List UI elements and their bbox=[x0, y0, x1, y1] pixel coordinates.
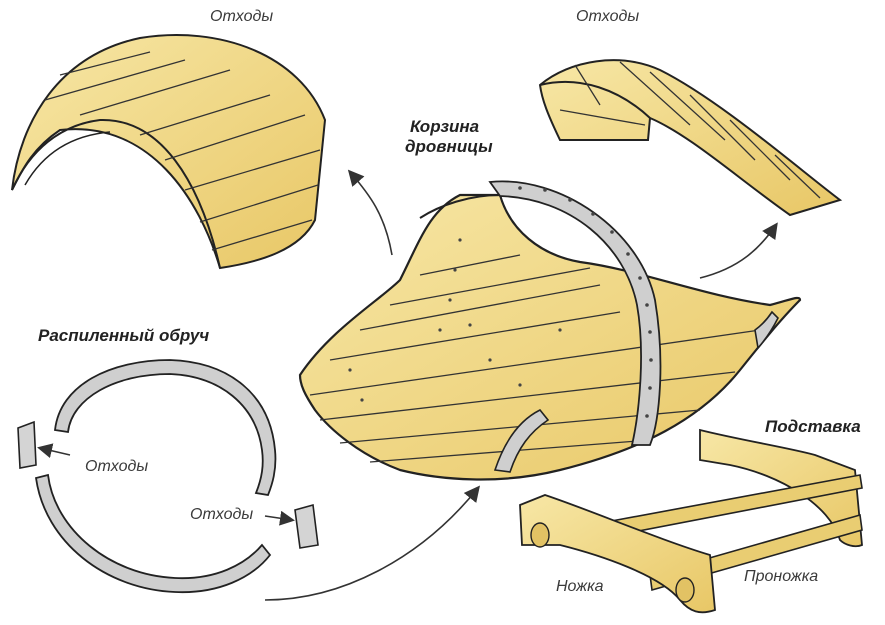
waste-piece-top-left bbox=[11, 34, 327, 270]
label-waste-top-right: Отходы bbox=[576, 8, 640, 25]
label-waste-top-left: Отходы bbox=[210, 8, 274, 25]
label-sawn-hoop: Распиленный обруч bbox=[38, 326, 210, 345]
stand bbox=[519, 428, 863, 614]
label-basket-line1: Корзина bbox=[410, 117, 480, 136]
label-basket-line2: дровницы bbox=[405, 137, 493, 156]
sawn-hoop bbox=[17, 359, 319, 594]
label-waste-hoop-left: Отходы bbox=[85, 458, 149, 475]
label-waste-hoop-right: Отходы bbox=[190, 506, 254, 523]
label-stand: Подставка bbox=[765, 417, 861, 436]
label-leg: Ножка bbox=[556, 578, 604, 595]
arrows bbox=[264, 169, 778, 601]
firewood-basket bbox=[298, 180, 802, 481]
waste-piece-top-right bbox=[538, 59, 843, 217]
label-crossbar: Проножка bbox=[744, 568, 819, 585]
